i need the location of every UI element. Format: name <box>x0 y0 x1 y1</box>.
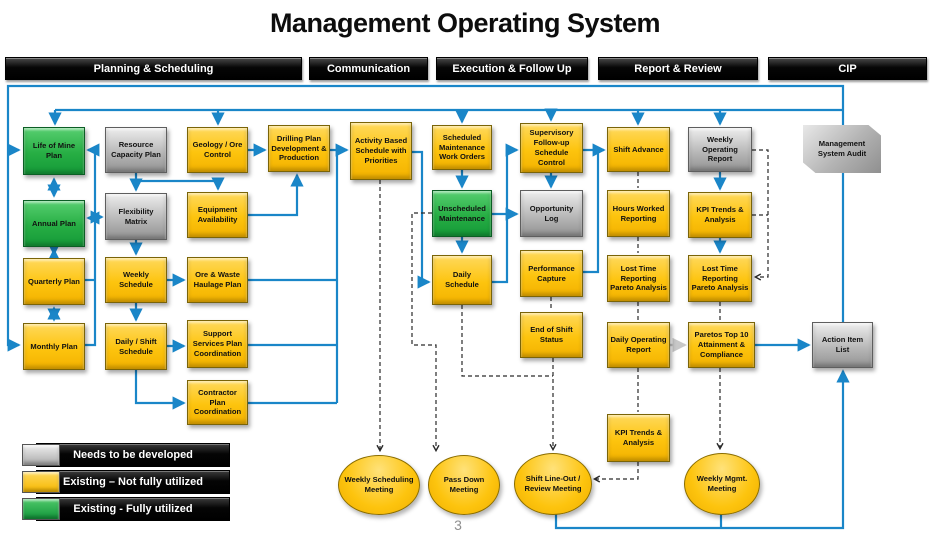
meeting-shift-line-out-review: Shift Line-Out / Review Meeting <box>514 453 592 515</box>
legend-item-needs-development: Needs to be developed <box>22 443 230 467</box>
node-contractor-plan: Contractor Plan Coordination <box>187 380 248 425</box>
node-scheduled-maintenance: Scheduled Maintenance Work Orders <box>432 125 492 170</box>
lane-report-review: Report & Review <box>598 57 758 80</box>
meeting-weekly-scheduling: Weekly Scheduling Meeting <box>338 455 420 515</box>
node-annual-plan: Annual Plan <box>23 200 85 247</box>
legend-label: Existing - Fully utilized <box>36 497 230 521</box>
node-ore-waste-haulage-plan: Ore & Waste Haulage Plan <box>187 257 248 303</box>
node-daily-operating-report: Daily Operating Report <box>607 322 670 368</box>
node-activity-based-schedule: Activity Based Schedule with Priorities <box>350 122 412 180</box>
node-paretos-top-10: Paretos Top 10 Attainment & Compliance <box>688 322 755 368</box>
node-drilling-plan: Drilling Plan Development & Production <box>268 125 330 172</box>
node-kpi-trends-analysis-daily: KPI Trends & Analysis <box>607 414 670 462</box>
node-resource-capacity-plan: Resource Capacity Plan <box>105 127 167 173</box>
node-opportunity-log: Opportunity Log <box>520 190 583 237</box>
node-kpi-trends-analysis-weekly: KPI Trends & Analysis <box>688 192 752 238</box>
node-lost-time-reporting-daily: Lost Time Reporting Pareto Analysis <box>607 255 670 302</box>
meeting-pass-down: Pass Down Meeting <box>428 455 500 515</box>
node-management-system-audit: Management System Audit <box>803 125 881 173</box>
node-support-services-plan: Support Services Plan Coordination <box>187 320 248 368</box>
lane-communication: Communication <box>309 57 428 80</box>
lane-planning-scheduling: Planning & Scheduling <box>5 57 302 80</box>
node-flexibility-matrix: Flexibility Matrix <box>105 193 167 240</box>
node-daily-schedule: Daily Schedule <box>432 255 492 305</box>
node-quarterly-plan: Quarterly Plan <box>23 258 85 305</box>
node-end-of-shift-status: End of Shift Status <box>520 312 583 358</box>
page-title: Management Operating System <box>269 8 661 38</box>
node-life-of-mine-plan: Life of Mine Plan <box>23 127 85 175</box>
legend-label: Needs to be developed <box>36 443 230 467</box>
node-weekly-schedule: Weekly Schedule <box>105 257 167 303</box>
lane-execution-follow-up: Execution & Follow Up <box>436 57 588 80</box>
lane-cip: CIP <box>768 57 927 80</box>
node-geology-ore-control: Geology / Ore Control <box>187 127 248 173</box>
page-number: 3 <box>454 517 462 533</box>
meeting-weekly-mgmt: Weekly Mgmt. Meeting <box>684 453 760 515</box>
legend-item-existing-not-fully-utilized: Existing – Not fully utilized <box>22 470 230 494</box>
node-unscheduled-maintenance: Unscheduled Maintenance <box>432 190 492 237</box>
node-shift-advance: Shift Advance <box>607 127 670 172</box>
node-action-item-list: Action Item List <box>812 322 873 368</box>
legend-swatch-yellow <box>22 471 60 493</box>
node-lost-time-reporting-weekly: Lost Time Reporting Pareto Analysis <box>688 255 752 302</box>
node-daily-shift-schedule: Daily / Shift Schedule <box>105 323 167 370</box>
node-supervisory-follow-up: Supervisory Follow-up Schedule Control <box>520 123 583 173</box>
legend-swatch-green <box>22 498 60 520</box>
legend-swatch-gray <box>22 444 60 466</box>
legend-item-existing-fully-utilized: Existing - Fully utilized <box>22 497 230 521</box>
node-equipment-availability: Equipment Availability <box>187 192 248 238</box>
node-monthly-plan: Monthly Plan <box>23 323 85 370</box>
node-performance-capture: Performance Capture <box>520 250 583 297</box>
node-weekly-operating-report: Weekly Operating Report <box>688 127 752 172</box>
node-hours-worked-reporting: Hours Worked Reporting <box>607 190 670 237</box>
legend-label: Existing – Not fully utilized <box>36 470 230 494</box>
